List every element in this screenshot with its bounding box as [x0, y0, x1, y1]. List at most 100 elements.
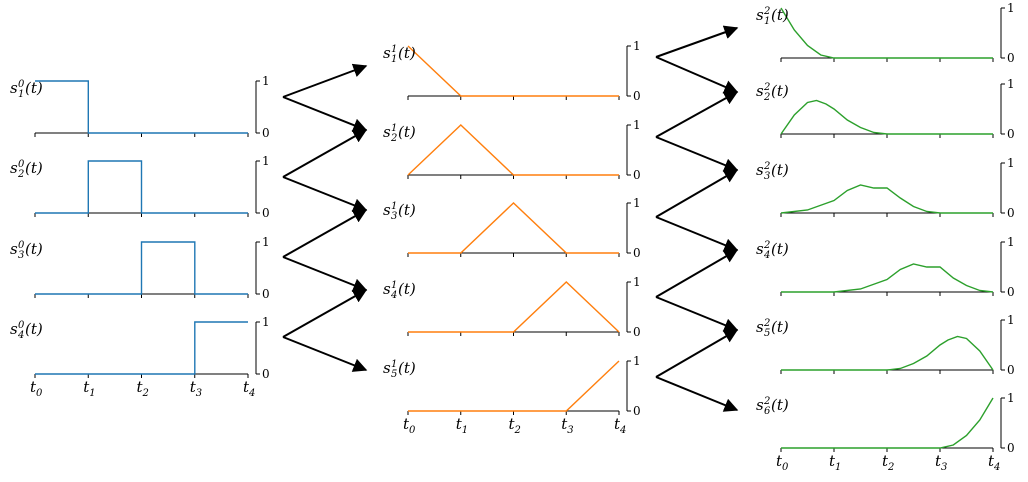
label-superscript: 0 [18, 79, 25, 90]
arrow [282, 289, 368, 338]
knot-label: t [561, 415, 568, 433]
label-subscript: 3 [764, 171, 770, 182]
arrow [655, 329, 739, 378]
basis-function-label: s [756, 82, 764, 100]
knot-label: t [30, 378, 37, 396]
label-argument: (t) [25, 320, 43, 338]
y-tick-label: 1 [262, 154, 270, 168]
label-argument: (t) [25, 159, 43, 177]
arrow [282, 129, 368, 178]
knot-label: t [829, 452, 836, 470]
knot-subscript: 4 [248, 388, 255, 399]
y-tick-label: 1 [633, 39, 641, 53]
y-tick-label: 0 [1007, 127, 1015, 141]
knot-label: t [403, 415, 410, 433]
label-superscript: 2 [763, 161, 770, 172]
basis-function-label: s [383, 280, 391, 298]
knot-label: t [456, 415, 463, 433]
arrow [282, 63, 368, 98]
arrow [282, 209, 368, 258]
y-tick-label: 1 [1007, 235, 1015, 249]
label-subscript: 5 [391, 369, 397, 380]
label-argument: (t) [771, 161, 789, 179]
knot-subscript: 2 [142, 388, 149, 399]
label-argument: (t) [25, 79, 43, 97]
arrow [655, 25, 739, 58]
label-subscript: 3 [18, 250, 24, 261]
knot-label: t [614, 415, 621, 433]
arrow [655, 136, 739, 172]
basis-function-curve [781, 397, 994, 449]
label-subscript: 2 [763, 92, 770, 103]
label-subscript: 1 [18, 89, 24, 100]
basis-function-curve [781, 263, 994, 293]
label-superscript: 1 [391, 123, 397, 134]
arrow [655, 169, 739, 218]
label-superscript: 0 [18, 320, 25, 331]
basis-function-curve [35, 160, 248, 214]
label-subscript: 6 [764, 406, 771, 417]
label-superscript: 2 [763, 318, 770, 329]
arrow [282, 176, 368, 212]
y-tick-label: 0 [633, 404, 641, 418]
y-tick-label: 0 [262, 126, 270, 140]
y-tick-label: 0 [633, 89, 641, 103]
label-argument: (t) [771, 6, 789, 24]
label-superscript: 1 [391, 280, 397, 291]
y-tick-label: 1 [1007, 77, 1015, 91]
basis-function-curve [35, 241, 248, 295]
label-subscript: 2 [390, 133, 397, 144]
basis-function-curve [408, 281, 620, 333]
basis-function-curve [780, 184, 993, 214]
knot-subscript: 3 [567, 425, 573, 436]
y-tick-label: 1 [633, 275, 641, 289]
basis-function-label: s [756, 6, 764, 24]
knot-subscript: 4 [993, 462, 1000, 473]
label-argument: (t) [398, 280, 416, 298]
label-subscript: 4 [390, 290, 397, 301]
y-tick-label: 0 [1007, 206, 1015, 220]
basis-function-curve [408, 202, 619, 254]
basis-function-label: s [383, 201, 391, 219]
y-tick-label: 1 [633, 196, 641, 210]
label-superscript: 2 [763, 82, 770, 93]
y-tick-label: 0 [262, 367, 270, 381]
y-tick-label: 1 [1007, 156, 1015, 170]
basis-function-curve [408, 360, 620, 412]
basis-function-label: s [383, 44, 391, 62]
y-tick-label: 1 [262, 315, 270, 329]
arrow [655, 91, 739, 138]
y-tick-label: 0 [1007, 285, 1015, 299]
basis-function-label: s [756, 161, 764, 179]
knot-subscript: 1 [462, 425, 468, 436]
label-argument: (t) [25, 240, 43, 258]
label-argument: (t) [398, 201, 416, 219]
basis-function-label: s [10, 159, 18, 177]
label-argument: (t) [398, 44, 416, 62]
basis-function-label: s [10, 320, 18, 338]
label-subscript: 3 [391, 211, 397, 222]
basis-function-label: s [383, 123, 391, 141]
y-tick-label: 1 [262, 74, 270, 88]
basis-function-curve [35, 321, 248, 375]
basis-function-label: s [10, 240, 18, 258]
arrow [282, 96, 368, 132]
knot-label: t [243, 378, 250, 396]
y-tick-label: 1 [1007, 313, 1015, 327]
label-argument: (t) [771, 240, 789, 258]
y-tick-label: 0 [1007, 363, 1015, 377]
knot-label: t [882, 452, 889, 470]
label-subscript: 1 [391, 54, 397, 65]
basis-function-curve [407, 124, 619, 176]
knot-subscript: 1 [89, 388, 95, 399]
